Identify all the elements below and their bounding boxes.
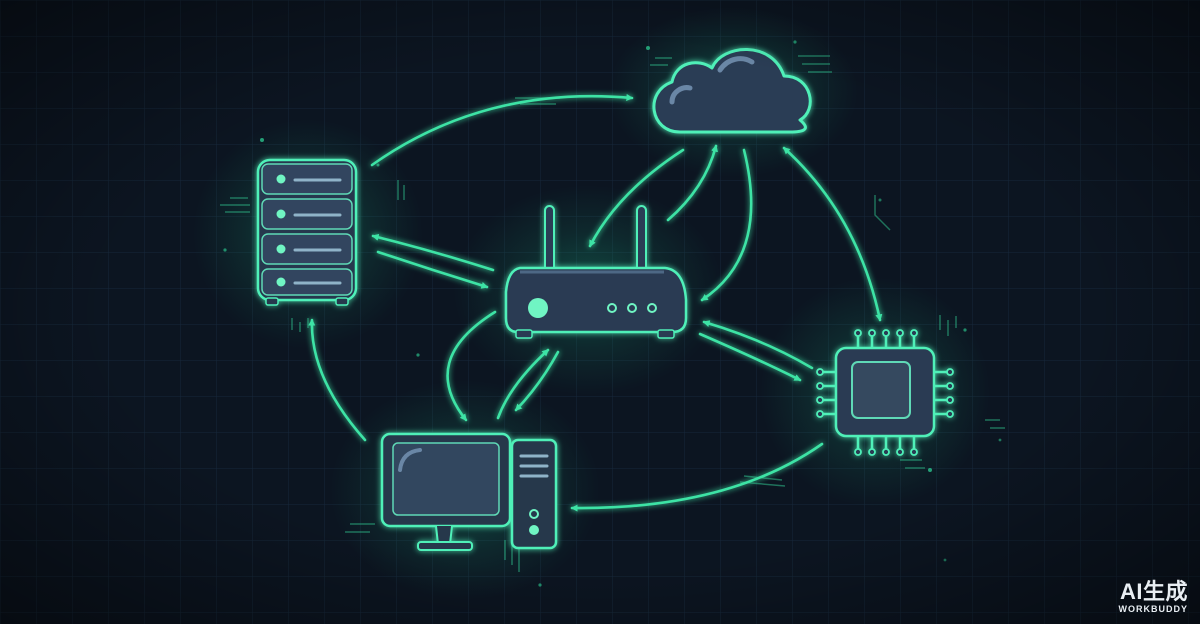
ai-generated-badge: AI生成 WORKBUDDY [1119, 581, 1189, 614]
badge-subtitle: WORKBUDDY [1118, 604, 1188, 614]
badge-title: AI生成 [1119, 579, 1188, 604]
server-icon [256, 158, 358, 306]
